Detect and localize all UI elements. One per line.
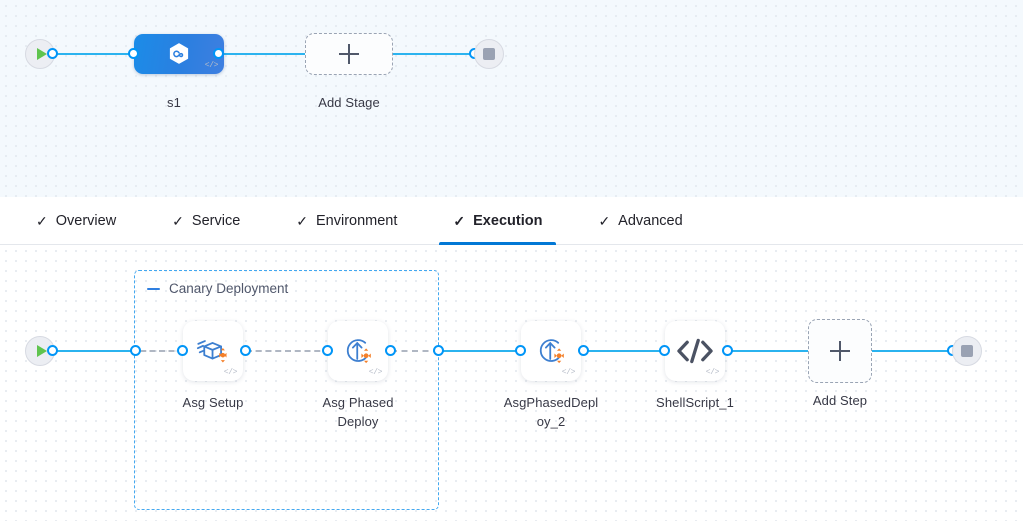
minus-icon[interactable] — [147, 287, 160, 290]
add-stage-label: Add Stage — [318, 95, 380, 110]
exec-wire-group-to-step3 — [439, 350, 523, 352]
stage-code-badge: </> — [204, 61, 219, 70]
asg-setup-icon — [196, 340, 227, 363]
step-asg-phased-deploy-input-dot[interactable] — [322, 345, 333, 356]
step-asg-phased-deploy-2-input-dot[interactable] — [515, 345, 526, 356]
exec-connector-dot-group-entry[interactable] — [130, 345, 141, 356]
add-step-label: Add Step — [812, 393, 868, 408]
add-step-button[interactable] — [808, 319, 872, 383]
tab-environment-label: Environment — [316, 212, 398, 229]
stop-icon — [483, 48, 495, 60]
play-icon — [36, 48, 47, 60]
stage-connector-dot-1[interactable] — [47, 48, 58, 59]
tab-service-label: Service — [191, 212, 241, 229]
tab-service[interactable]: ✓ Service — [158, 197, 254, 244]
check-icon: ✓ — [36, 212, 48, 229]
execution-start-node[interactable] — [25, 336, 55, 366]
step-label-asg-phased-deploy-2: AsgPhasedDepl oy_2 — [503, 395, 599, 429]
tab-overview[interactable]: ✓ Overview — [22, 197, 130, 244]
stop-icon — [961, 345, 973, 357]
step-label-asg-setup: Asg Setup — [182, 395, 244, 410]
tab-advanced[interactable]: ✓ Advanced — [584, 197, 696, 244]
asg-phased-deploy-icon — [539, 339, 564, 364]
stage-node-s1[interactable]: </> — [134, 34, 224, 74]
check-icon: ✓ — [598, 212, 611, 229]
step-code-badge: </> — [705, 368, 720, 377]
stage-wire-add-to-end — [388, 53, 484, 55]
shell-script-icon — [677, 338, 713, 364]
tab-advanced-label: Advanced — [618, 212, 683, 229]
execution-canvas[interactable]: Canary Deployment — [0, 245, 1023, 521]
stage-wire-start-to-s1 — [52, 53, 144, 55]
step-code-badge: </> — [368, 368, 383, 377]
step-asg-setup-output-dot[interactable] — [240, 345, 251, 356]
tab-environment[interactable]: ✓ Environment — [282, 197, 411, 244]
exec-wire-group-in-2 — [246, 350, 330, 352]
asg-phased-deploy-icon — [346, 339, 371, 364]
step-tile-asg-phased-deploy-2[interactable]: </> — [521, 321, 581, 381]
exec-wire-group-in-1 — [140, 350, 184, 352]
exec-wire-step3-to-step4 — [585, 350, 669, 352]
step-label-shellscript-1: ShellScript_1 — [656, 395, 734, 410]
play-icon — [36, 345, 47, 357]
step-code-badge: </> — [223, 368, 238, 377]
plus-icon — [339, 44, 359, 64]
step-group-title: Canary Deployment — [169, 281, 289, 296]
step-group-header[interactable]: Canary Deployment — [147, 281, 288, 296]
tab-execution[interactable]: ✓ Execution — [439, 197, 557, 245]
step-shellscript-1-output-dot[interactable] — [722, 345, 733, 356]
stage-label-s1: s1 — [167, 95, 181, 110]
step-asg-setup-input-dot[interactable] — [177, 345, 188, 356]
pipeline-end-node[interactable] — [474, 39, 504, 69]
plus-icon — [830, 341, 850, 361]
exec-connector-dot-start[interactable] — [47, 345, 58, 356]
check-icon: ✓ — [453, 212, 466, 229]
add-stage-button[interactable] — [305, 33, 393, 75]
stage-s1-output-dot[interactable] — [213, 48, 224, 59]
stage-wire-s1-to-add — [218, 53, 310, 55]
stage-config-tabs[interactable]: ✓ Overview ✓ Service ✓ Environment ✓ Exe… — [0, 197, 1023, 245]
step-tile-shellscript-1[interactable]: </> — [665, 321, 725, 381]
stage-s1-input-dot[interactable] — [128, 48, 139, 59]
stage-canvas[interactable]: </> s1 Add Stage — [0, 0, 1023, 197]
step-group-canary-deployment[interactable]: Canary Deployment — [134, 270, 439, 510]
tab-execution-label: Execution — [473, 212, 543, 229]
step-label-asg-phased-deploy: Asg Phased Deploy — [322, 395, 394, 429]
execution-end-node[interactable] — [952, 336, 982, 366]
step-asg-phased-deploy-2-output-dot[interactable] — [578, 345, 589, 356]
exec-wire-step4-to-add — [730, 350, 810, 352]
harness-hexagon-icon — [169, 43, 189, 64]
exec-wire-add-to-end — [872, 350, 958, 352]
step-tile-asg-setup[interactable]: </> — [183, 321, 243, 381]
exec-wire-group-in-3 — [391, 350, 439, 352]
step-shellscript-1-input-dot[interactable] — [659, 345, 670, 356]
step-code-badge: </> — [561, 368, 576, 377]
check-icon: ✓ — [296, 212, 308, 229]
exec-wire-start-to-group — [52, 350, 138, 352]
step-asg-phased-deploy-output-dot[interactable] — [385, 345, 396, 356]
tab-overview-label: Overview — [55, 212, 117, 229]
exec-connector-dot-group-exit[interactable] — [433, 345, 444, 356]
check-icon: ✓ — [172, 212, 184, 229]
step-tile-asg-phased-deploy[interactable]: </> — [328, 321, 388, 381]
